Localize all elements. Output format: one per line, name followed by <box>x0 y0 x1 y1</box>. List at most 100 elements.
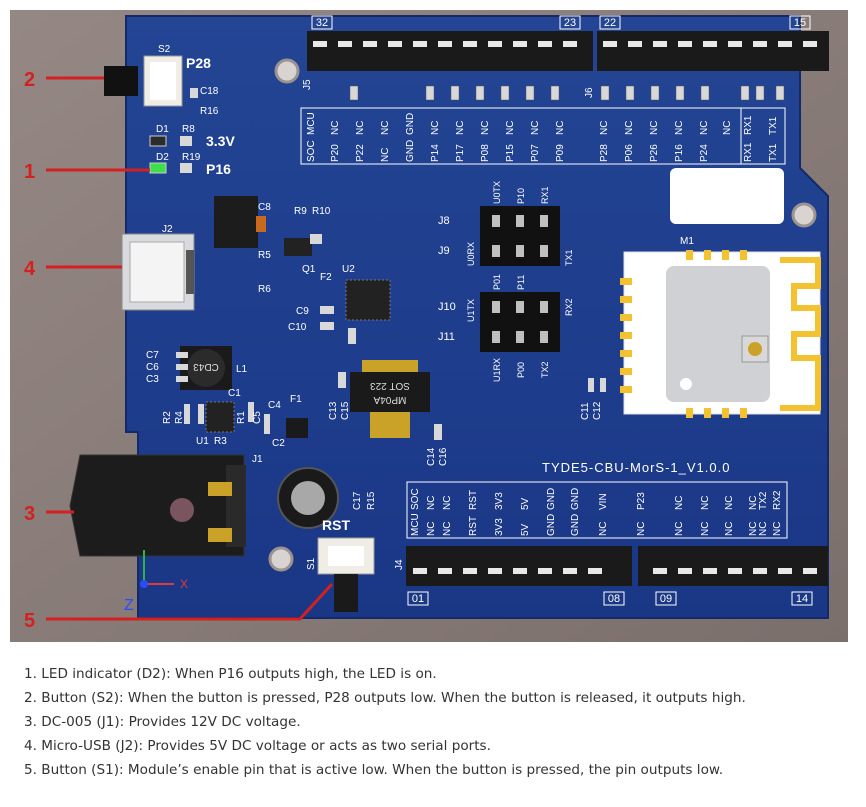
pcb-board <box>125 15 829 619</box>
q1-area <box>214 196 258 248</box>
j9-pin-2: TX1 <box>564 249 574 266</box>
top-pin-b-10: NC <box>555 121 566 135</box>
r8-ref: R8 <box>182 124 195 135</box>
top-pin-b-14: NC <box>674 121 685 135</box>
j8-pin-0: U0TX <box>492 181 502 204</box>
top-pin-b-0: MCU <box>306 112 317 135</box>
bottom-pin-b-10: NC <box>674 522 685 536</box>
bottom-pin-a-12: NC <box>724 496 735 510</box>
note-item: 5. Button (S1): Module’s enable pin that… <box>24 762 724 778</box>
button-s1 <box>317 537 375 612</box>
c18-part <box>190 88 198 98</box>
refs: C8 R9 R10 R5 R6 Q1 F2 U2 C9 C10 C7 C6 C3… <box>146 202 603 466</box>
bottom-pin-b-8: NC <box>598 522 609 536</box>
callout-3: 3 <box>24 503 35 525</box>
button-s2 <box>104 55 183 107</box>
bottom-pin-a-1: NC <box>426 496 437 510</box>
callout-2: 2 <box>24 69 35 91</box>
bottom-pin-b-15: NC <box>772 522 783 536</box>
led-3v3-label: 3.3V <box>206 133 235 149</box>
ref-c12: C12 <box>592 401 603 420</box>
j10-pin-2: RX2 <box>564 298 574 316</box>
ref-r2: R2 <box>162 411 173 424</box>
bottom-pin-a-6: GND <box>546 488 557 510</box>
header-j4-start-label: 01 <box>412 593 424 605</box>
ref-f1: F1 <box>290 394 302 405</box>
module-ref: M1 <box>680 236 694 247</box>
ref-c14: C14 <box>426 447 437 466</box>
top-pin-b-17: RX1 <box>743 115 754 135</box>
top-pin-b-11: NC <box>599 121 610 135</box>
top-pin-a-8: P15 <box>505 144 516 162</box>
s2-net-label: P28 <box>186 55 211 71</box>
top-pin-a-6: P17 <box>455 144 466 162</box>
r16-ref: R16 <box>200 106 219 117</box>
bottom-pin-a-3: RST <box>468 490 479 510</box>
j9-pin-1: P11 <box>516 275 526 290</box>
jumper-block <box>480 206 560 352</box>
d1-led <box>149 135 167 147</box>
header-j5-start-label: 32 <box>316 17 328 29</box>
top-resistor-row <box>349 85 785 101</box>
bottom-pin-a-14: TX2 <box>758 491 769 510</box>
regulator-marking-2: MP04A <box>373 394 406 405</box>
ref-c7: C7 <box>146 350 159 361</box>
top-pin-a-9: P07 <box>530 144 541 162</box>
callout-lines <box>46 76 334 621</box>
s1-ref: S1 <box>306 557 317 570</box>
ref-c13: C13 <box>328 401 339 420</box>
dc-jack-ref: J1 <box>252 454 263 465</box>
top-pin-b-15: NC <box>699 121 710 135</box>
u2-chip <box>345 279 391 321</box>
ref-q1: Q1 <box>302 264 316 275</box>
top-pin-b-18: TX1 <box>768 116 779 135</box>
f2-area <box>284 238 312 256</box>
top-pin-a-14: P16 <box>674 144 685 162</box>
top-pin-b-5: NC <box>430 121 441 135</box>
usb-ref: J2 <box>162 224 173 235</box>
j8-pin-2: RX1 <box>540 186 550 204</box>
header-j4 <box>406 546 632 606</box>
top-pin-a-13: P26 <box>649 144 660 162</box>
top-pin-b-16: NC <box>722 121 733 135</box>
micro-usb-j2 <box>121 233 195 311</box>
ref-c8: C8 <box>258 202 271 213</box>
ref-c2: C2 <box>272 438 285 449</box>
header-j6-start-label: 22 <box>604 17 616 29</box>
ref-c1: C1 <box>228 388 241 399</box>
board-name: TYDE5-CBU-MorS-1_V1.0.0 <box>542 460 730 475</box>
led-p16-label: P16 <box>206 161 231 177</box>
ref-c9: C9 <box>296 306 309 317</box>
inductor-ref: L1 <box>236 364 248 375</box>
ref-c6: C6 <box>146 362 159 373</box>
jumper-pin-labels: U0TX P10 RX1 U0RX P11 TX1 U1TX P01 RX2 U… <box>466 181 574 382</box>
jumper-j11-ref: J11 <box>438 331 455 343</box>
ref-r6: R6 <box>258 284 271 295</box>
regulator-marking-1: SOT 223 <box>370 380 410 391</box>
j11-pin-0: U1RX <box>492 358 502 382</box>
f1-fuse <box>286 418 308 438</box>
bottom-pin-a-13: NC <box>748 496 759 510</box>
bottom-pin-a-10: NC <box>674 496 685 510</box>
inductor-l1 <box>180 346 232 390</box>
u1-chip <box>205 401 235 433</box>
regulator <box>350 360 430 438</box>
bottom-pin-a-7: GND <box>570 488 581 510</box>
wifi-module-m1 <box>620 250 821 418</box>
bottom-pin-b-11: NC <box>700 522 711 536</box>
top-pin-b-1: NC <box>330 121 341 135</box>
note-item: 1. LED indicator (D2): When P16 outputs … <box>24 666 437 682</box>
top-pin-a-0: SOC <box>306 140 317 162</box>
legend-notes: 1. LED indicator (D2): When P16 outputs … <box>24 664 844 784</box>
jumper-j10-ref: J10 <box>438 301 456 313</box>
axis-z-label: Z <box>124 597 134 614</box>
top-pin-b-4: GND <box>405 113 416 135</box>
ref-r9: R9 <box>294 206 307 217</box>
top-pin-a-4: GND <box>405 140 416 162</box>
j8-pin-1: P10 <box>516 188 526 204</box>
bottom-pin-a-5: 5V <box>520 497 531 510</box>
header-j6-ref: J6 <box>584 87 595 98</box>
ref-u2: U2 <box>342 264 355 275</box>
c18-ref: C18 <box>200 86 219 97</box>
header-j4-ref: J4 <box>394 559 405 570</box>
